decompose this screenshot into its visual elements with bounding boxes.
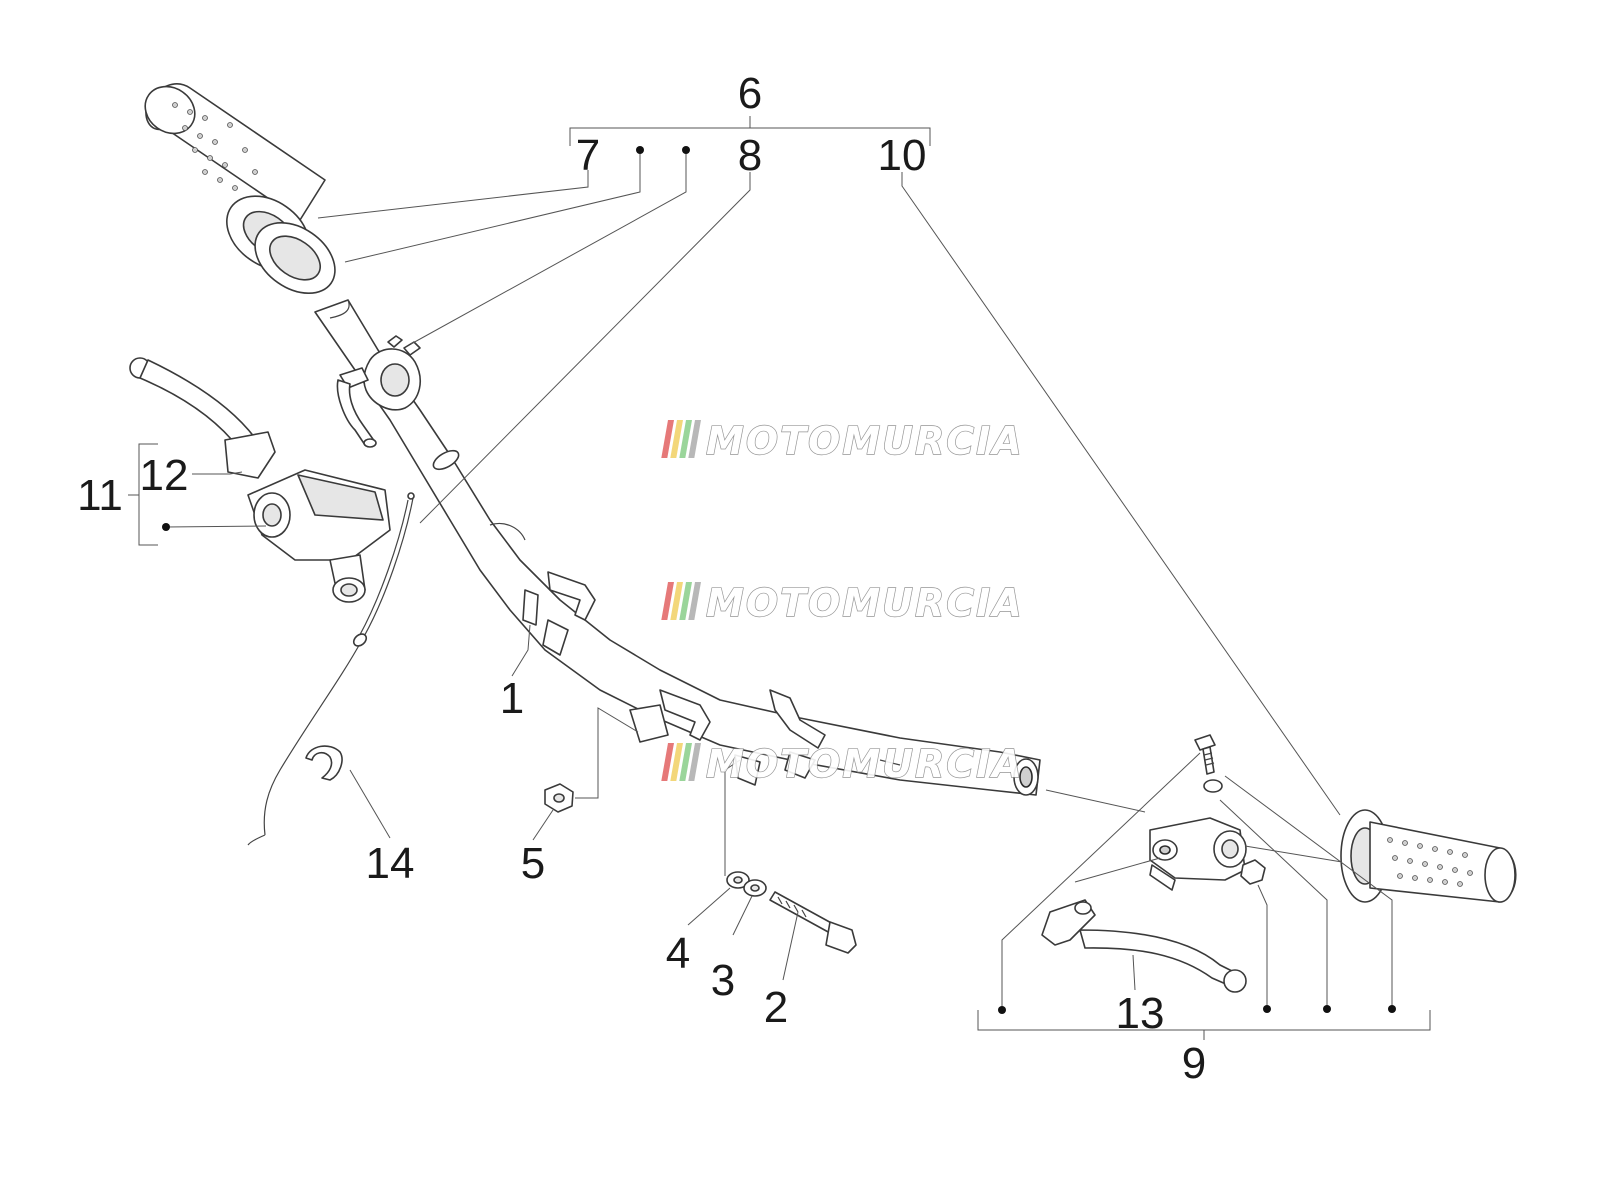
callout-8: 8 — [738, 131, 762, 180]
watermark-stripe — [661, 420, 674, 458]
watermark-stripe — [661, 582, 674, 620]
callout-labels: 6 7 8 10 11 12 1 14 5 4 3 2 13 9 — [77, 69, 1206, 1088]
bullet-dot — [998, 1006, 1006, 1014]
watermark-logo: MOTOMURCIA — [661, 418, 1024, 464]
bullet-dots — [162, 146, 1396, 1014]
callout-5: 5 — [521, 839, 545, 888]
callout-11: 11 — [77, 471, 123, 520]
watermark-text: MOTOMURCIA — [706, 581, 1024, 625]
watermark-text: MOTOMURCIA — [706, 742, 1024, 786]
callout-13: 13 — [1116, 989, 1165, 1038]
callout-9: 9 — [1182, 1039, 1206, 1088]
left-master-cylinder — [129, 357, 391, 603]
watermark-stripe — [688, 743, 701, 781]
watermark: MOTOMURCIA MOTOMURCIA MOTOMURCIA — [661, 418, 1024, 787]
watermark-stripe — [688, 420, 701, 458]
bullet-dot — [636, 146, 644, 154]
throttle-housing — [336, 335, 421, 448]
callout-3: 3 — [711, 956, 735, 1005]
handlebar — [314, 299, 1041, 796]
watermark-stripe — [679, 420, 692, 458]
callout-6: 6 — [738, 69, 762, 118]
watermark-logo: MOTOMURCIA — [661, 741, 1024, 787]
watermark-logo: MOTOMURCIA — [661, 580, 1024, 626]
bullet-dot — [682, 146, 690, 154]
watermark-stripe — [688, 582, 701, 620]
cable — [247, 492, 415, 846]
bullet-dot — [1323, 1005, 1331, 1013]
watermark-stripe — [679, 743, 692, 781]
callout-2: 2 — [764, 983, 788, 1032]
left-grip — [144, 83, 336, 295]
bullet-dot — [162, 523, 170, 531]
bullet-dot — [1388, 1005, 1396, 1013]
watermark-stripe — [670, 743, 683, 781]
watermark-stripe — [661, 743, 674, 781]
callout-4: 4 — [666, 929, 690, 978]
watermark-stripe — [679, 582, 692, 620]
handlebar-brackets — [522, 571, 826, 786]
callout-1: 1 — [500, 674, 524, 723]
right-lever-assembly — [1041, 734, 1266, 993]
watermark-text: MOTOMURCIA — [706, 419, 1024, 463]
callout-10: 10 — [878, 131, 927, 180]
leader-lines — [128, 116, 1431, 1040]
watermark-stripe — [670, 420, 683, 458]
bullet-dot — [1263, 1005, 1271, 1013]
watermark-stripe — [670, 582, 683, 620]
right-grip — [1340, 809, 1517, 903]
small-hardware — [403, 341, 857, 954]
callout-12: 12 — [140, 451, 189, 500]
callout-7: 7 — [576, 131, 600, 180]
callout-14: 14 — [366, 839, 415, 888]
